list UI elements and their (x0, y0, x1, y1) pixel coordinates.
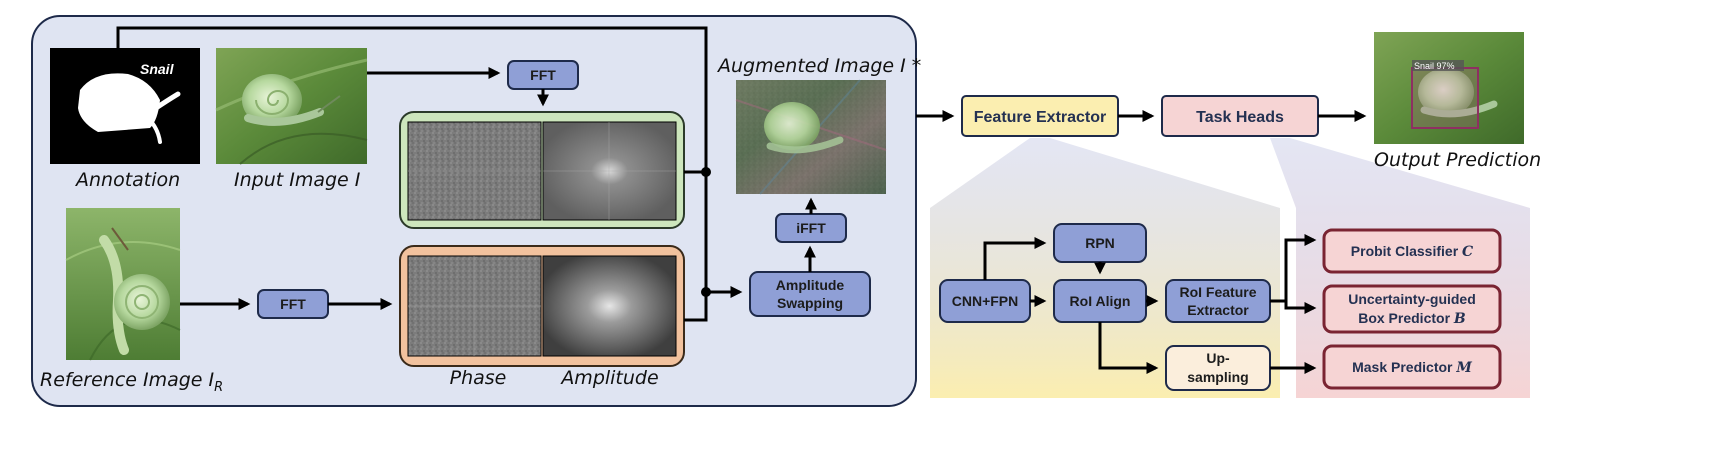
augmented-image-label: Augmented Image I * (716, 55, 921, 77)
junction-dot-top (701, 167, 711, 177)
cnn-fpn-label: CNN+FPN (952, 293, 1019, 309)
feature-extractor-label: Feature Extractor (974, 109, 1107, 126)
amplitude-swapping-label-2: Swapping (777, 295, 843, 311)
input-image-label: Input Image I (234, 169, 361, 191)
detection-box (1411, 67, 1479, 129)
output-prediction-image: Snail 97% (1374, 32, 1524, 144)
rpn-label: RPN (1085, 235, 1115, 251)
fft-top-label: FFT (530, 67, 556, 83)
mask-predictor-label: Mask Predictor M (1352, 359, 1472, 376)
feature-to-probit-arrow (1270, 234, 1317, 303)
box-predictor-label-1: Uncertainty-guided (1348, 291, 1476, 307)
probit-classifier-label: Probit Classifier C (1351, 243, 1473, 260)
reference-spectrum-connector (684, 292, 708, 322)
detection-label: Snail 97% (1414, 61, 1455, 71)
output-prediction-label: Output Prediction (1374, 149, 1541, 171)
box-predictor-label-2: Box Predictor B (1358, 310, 1466, 327)
roi-align-label: RoI Align (1070, 293, 1131, 309)
annotation-mask-tag: Snail (140, 61, 175, 77)
roi-align-to-upsampling-arrow (1098, 322, 1159, 374)
reference-image (65, 208, 181, 361)
phase-label: Phase (450, 367, 507, 389)
fft-bottom-label: FFT (280, 296, 306, 312)
upsampling-label-1: Up- (1206, 350, 1230, 366)
task-heads-label: Task Heads (1196, 109, 1284, 126)
augmented-image (735, 79, 887, 195)
upsampling-label-2: sampling (1187, 369, 1248, 385)
annotation-label: Annotation (74, 169, 180, 191)
roi-feature-label-2: Extractor (1187, 302, 1249, 318)
annotation-mask-image: Snail (50, 48, 200, 164)
ifft-label: iFFT (796, 220, 826, 236)
mask-predictor-block (1322, 344, 1502, 390)
feature-to-box-arrow (1284, 301, 1317, 314)
input-image (215, 48, 368, 165)
reference-amplitude-spectrum (542, 255, 677, 357)
probit-classifier-block (1322, 228, 1502, 274)
input-amplitude-spectrum (542, 121, 677, 221)
reference-image-label: Reference Image IR (40, 369, 223, 395)
amplitude-label: Amplitude (559, 367, 658, 389)
box-predictor-block (1322, 284, 1502, 334)
annotation-connector (116, 26, 708, 304)
cnn-to-rpn-arrow (983, 237, 1047, 280)
amplitude-swapping-label-1: Amplitude (776, 277, 845, 293)
roi-feature-label-1: RoI Feature (1179, 284, 1256, 300)
